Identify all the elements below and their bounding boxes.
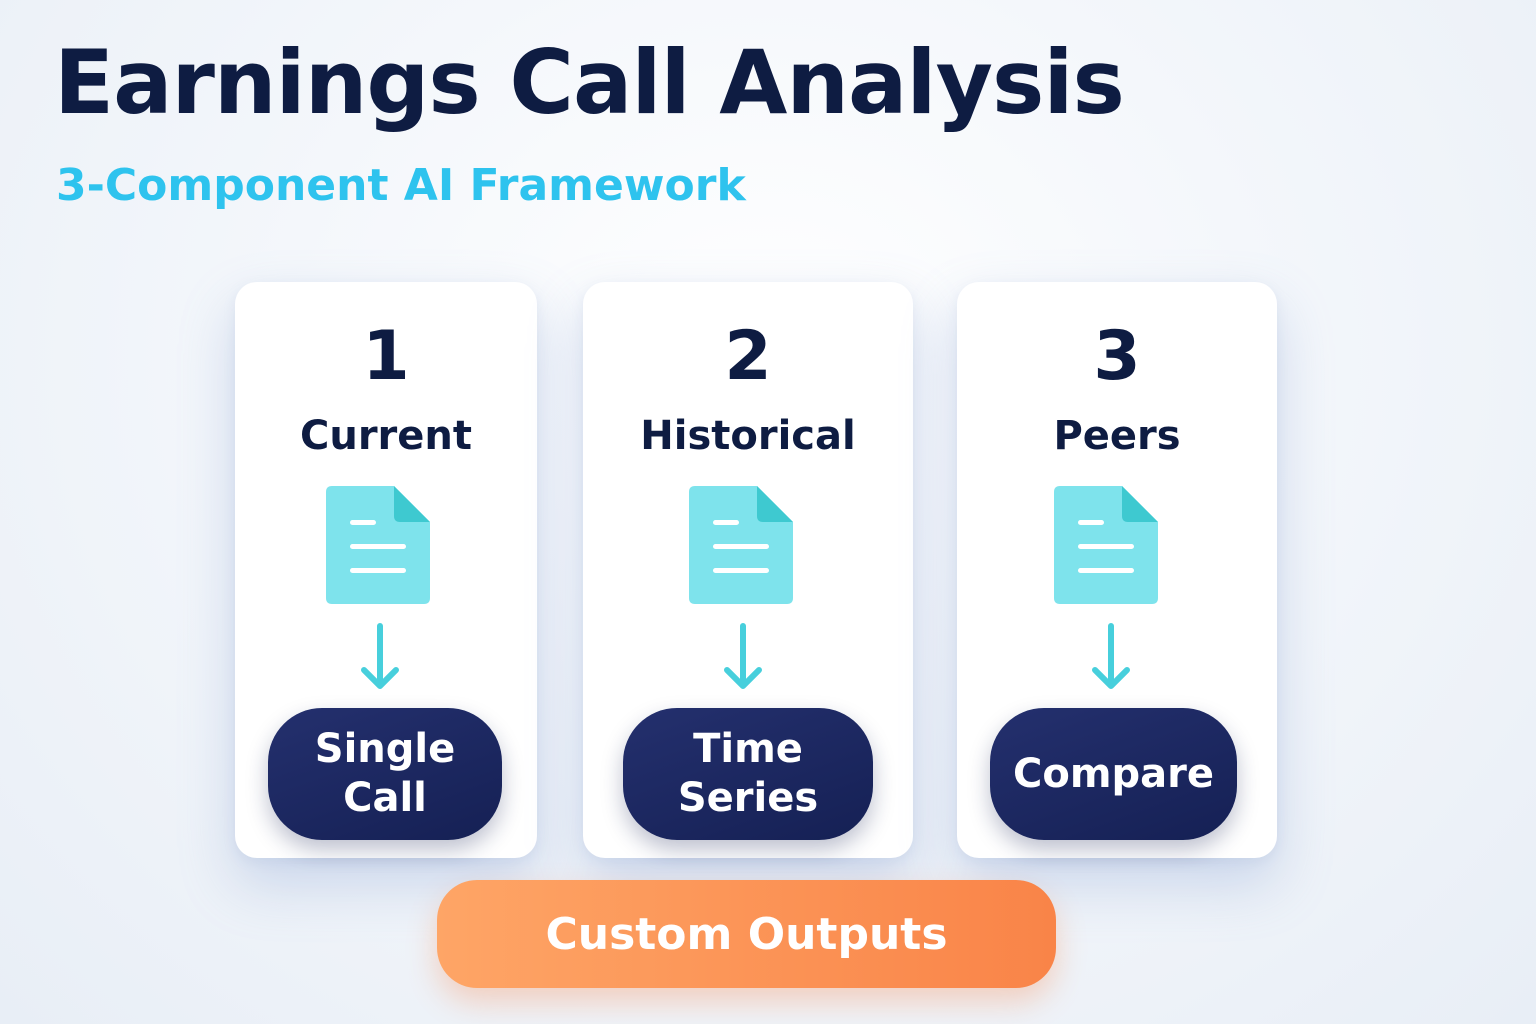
document-icon <box>1054 486 1158 604</box>
component-card-current: 1 Current Single Call <box>235 282 537 858</box>
output-pill-compare: Compare <box>990 708 1237 840</box>
component-label: Current <box>299 413 472 459</box>
arrow-down-icon <box>1092 623 1130 689</box>
arrow-down-icon <box>724 623 762 689</box>
document-icon <box>326 486 430 604</box>
page-subtitle: 3-Component AI Framework <box>56 160 746 211</box>
output-pill-single-call: Single Call <box>268 708 502 840</box>
page-title: Earnings Call Analysis <box>54 31 1125 134</box>
output-pill-time-series: Time Series <box>623 708 873 840</box>
custom-outputs-bar: Custom Outputs <box>437 880 1056 988</box>
component-number: 2 <box>724 317 772 396</box>
component-number: 1 <box>362 317 410 396</box>
document-icon <box>689 486 793 604</box>
arrow-down-icon <box>361 623 399 689</box>
component-label: Peers <box>1053 413 1181 459</box>
component-card-peers: 3 Peers Compare <box>957 282 1277 858</box>
component-card-historical: 2 Historical Time Series <box>583 282 913 858</box>
component-number: 3 <box>1093 317 1141 396</box>
component-label: Historical <box>640 413 856 459</box>
